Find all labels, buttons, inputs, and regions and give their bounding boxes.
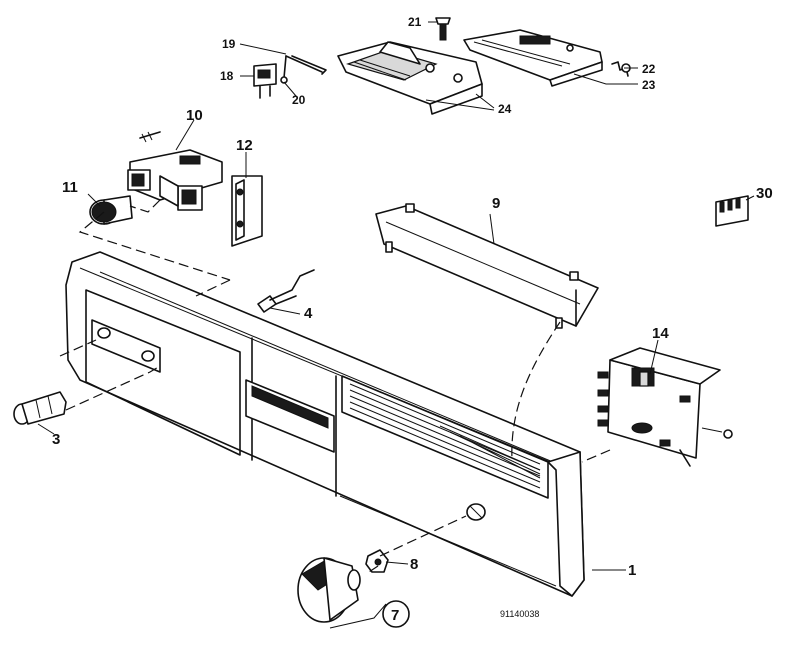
connector-part-30 <box>715 195 749 227</box>
callout-24: 24 <box>498 102 512 116</box>
callout-21: 21 <box>408 15 422 29</box>
callout-3: 3 <box>52 431 60 448</box>
switch-assembly-part-10 <box>127 131 223 211</box>
callout-23: 23 <box>642 78 656 92</box>
control-panel-part-1 <box>65 251 585 597</box>
callout-7: 7 <box>391 607 399 624</box>
callout-7-circle <box>382 600 410 628</box>
lamp-part-4 <box>257 269 315 313</box>
callout-18: 18 <box>220 69 234 83</box>
push-button-part-3 <box>13 391 67 425</box>
bracket-part-12 <box>231 175 263 247</box>
callout-4: 4 <box>304 305 313 322</box>
callout-14: 14 <box>652 325 669 342</box>
callout-20: 20 <box>292 93 306 107</box>
assembly-lines <box>59 199 611 575</box>
adapter-part-8 <box>365 549 389 573</box>
lock-housing-part-24 <box>337 41 483 115</box>
callout-labels: 1 3 4 7 8 9 10 11 12 14 18 19 20 21 22 2… <box>52 15 773 628</box>
microswitch-part-18 <box>253 63 277 99</box>
callout-8: 8 <box>410 556 418 573</box>
callout-1: 1 <box>628 562 636 579</box>
rod-part-19-20 <box>280 55 327 84</box>
callout-9: 9 <box>492 195 500 212</box>
cover-strip-part-9 <box>375 203 599 329</box>
callout-11: 11 <box>62 179 78 196</box>
drawing-code: 91140038 <box>500 609 539 619</box>
cap-part-11 <box>89 195 133 225</box>
callout-10: 10 <box>186 107 203 124</box>
latch-plate-part-23 <box>463 29 603 87</box>
screw-part-21 <box>435 17 451 41</box>
callout-22: 22 <box>642 62 656 76</box>
knob-part-7 <box>297 557 361 623</box>
leader-lines <box>37 21 755 629</box>
spring-part-22 <box>611 61 631 77</box>
callout-30: 30 <box>756 185 773 202</box>
timer-board-part-14 <box>597 347 733 467</box>
callout-12: 12 <box>236 137 253 154</box>
callout-19: 19 <box>222 37 236 51</box>
